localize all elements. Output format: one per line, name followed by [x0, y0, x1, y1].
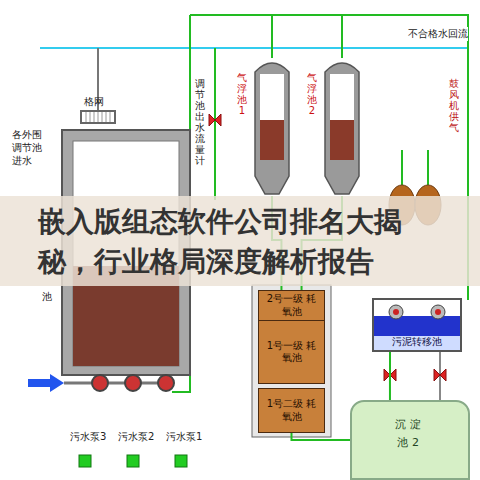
label-text: 池	[42, 290, 52, 304]
pump-symbol	[158, 375, 174, 391]
cylinder-shape	[323, 58, 361, 196]
node-label: 1号二级 耗氧池	[262, 398, 321, 423]
title-band: 嵌入版组态软件公司排名大揭秘，行业格局深度解析报告	[0, 196, 480, 286]
flotation-tank: 气浮池2	[323, 58, 361, 196]
cylinder-body	[325, 63, 359, 194]
node-label: 沉淀 池2	[392, 416, 427, 451]
return-pipe	[40, 47, 468, 49]
label-text: 调节池出水流量计	[195, 78, 205, 166]
blower-label: 鼓风机供气	[449, 78, 459, 133]
aeration-frame	[252, 285, 331, 437]
cylinder-water	[260, 74, 284, 120]
meter-label: 调节池出水流量计	[195, 78, 205, 166]
pump-symbol	[92, 375, 108, 391]
aeration-tank: 1号一级 耗氧池	[258, 320, 325, 384]
node-label: 格网	[84, 95, 104, 109]
sludge-pool: 污泥转移池	[372, 298, 462, 352]
node-label: 1号一级 耗氧池	[262, 340, 321, 365]
label-text: 不合格水回流	[408, 27, 468, 41]
grid-bar	[102, 112, 103, 122]
pool-band	[374, 336, 460, 350]
cylinder-sludge	[330, 120, 354, 160]
pump-symbol	[431, 305, 445, 319]
label-text: 污水泵3	[70, 430, 106, 444]
grid-bar	[106, 112, 107, 122]
water-pipe	[271, 15, 273, 58]
label-text: 污水泵2	[118, 430, 154, 444]
inlet-label: 各外围 调节池 进水	[12, 128, 46, 167]
pipe-connector	[389, 352, 391, 400]
pump-pipe	[64, 382, 172, 385]
valve-symbol	[209, 114, 221, 126]
pipe-connector	[292, 433, 351, 440]
pool-water	[374, 316, 460, 336]
grid-bar	[110, 112, 111, 122]
banner-title: 嵌入版组态软件公司排名大揭秘，行业格局深度解析报告	[38, 196, 448, 282]
node-label: 气浮池2	[307, 72, 317, 116]
label-text: 污水泵1	[166, 430, 202, 444]
pump-symbol	[125, 375, 141, 391]
inlet-arrow	[28, 379, 50, 387]
cylinder-sludge	[260, 120, 284, 160]
inlet-arrow	[50, 374, 64, 392]
aeration-tank: 2号一级 耗氧池	[258, 290, 325, 321]
valve-symbol	[434, 369, 446, 381]
grid-bar	[94, 112, 95, 122]
grid-bar	[86, 112, 87, 122]
pump-core	[435, 309, 441, 315]
pump-core	[393, 309, 399, 315]
pump-label: 污水泵2	[118, 430, 154, 444]
grid-bar	[90, 112, 91, 122]
cylinder-body	[255, 63, 289, 194]
grid-bar	[98, 112, 99, 122]
cylinder-water	[330, 74, 354, 120]
node-label: 气浮池1	[237, 72, 247, 116]
air-pipe	[402, 150, 428, 185]
note-text: 不合格水回流	[408, 27, 468, 41]
water-pipe	[341, 15, 343, 58]
screen-box: 格网	[80, 110, 116, 124]
node-label: 2号一级 耗氧池	[262, 293, 321, 318]
pump-label: 污水泵1	[166, 430, 202, 444]
aeration-tank: 1号二级 耗氧池	[258, 388, 325, 433]
pump-label: 污水泵3	[70, 430, 106, 444]
flotation-tank: 气浮池1	[253, 58, 291, 196]
status-lamp	[79, 455, 91, 467]
label-text: 各外围 调节池 进水	[12, 128, 46, 167]
status-lamp	[127, 455, 139, 467]
water-pipe	[214, 48, 216, 200]
pump-symbol	[389, 305, 403, 319]
label-text: 鼓风机供气	[449, 78, 459, 133]
cylinder-shape	[253, 58, 291, 196]
tank-label: 池	[42, 290, 52, 304]
settling-tank: 沉淀 池2	[350, 400, 470, 480]
screen-grid	[82, 112, 114, 122]
status-lamp	[175, 455, 187, 467]
node-label: 污泥转移池	[374, 335, 460, 349]
